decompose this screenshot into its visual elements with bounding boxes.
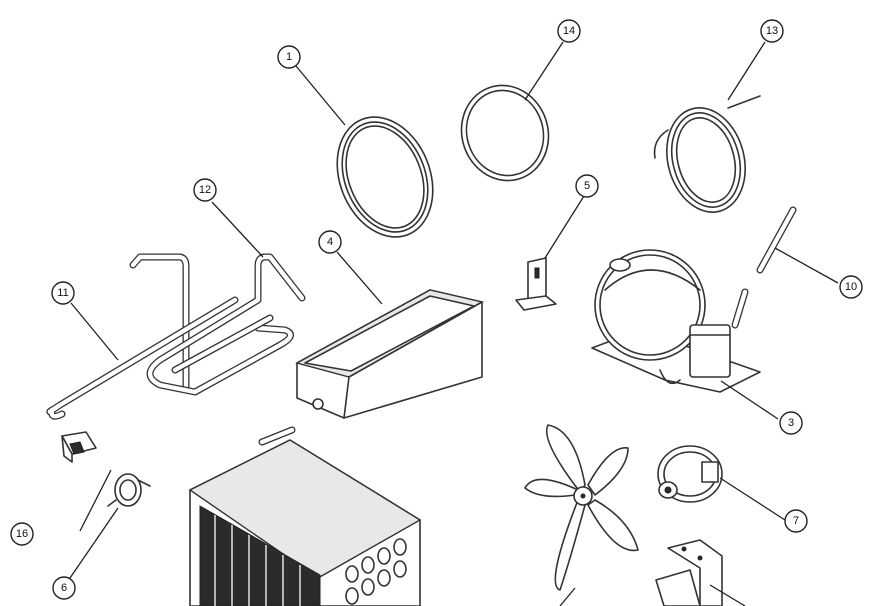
callout-16-label: 16 xyxy=(16,528,28,540)
callout-11-label: 11 xyxy=(57,287,68,299)
part-1-tube-coil xyxy=(336,116,434,238)
callout-12-label: 12 xyxy=(199,184,211,196)
callout-4: 4 xyxy=(318,230,342,254)
callout-7: 7 xyxy=(784,509,808,533)
condenser-coil xyxy=(188,426,422,606)
part-7-fan-motor xyxy=(657,445,723,503)
callout-10-label: 10 xyxy=(845,281,857,293)
callout-14-label: 14 xyxy=(563,25,575,37)
callout-16: 16 xyxy=(10,522,34,546)
callout-1: 1 xyxy=(277,45,301,69)
callout-13: 13 xyxy=(760,19,784,43)
part-4-drip-tray xyxy=(295,289,484,419)
callout-7-label: 7 xyxy=(793,515,799,527)
callout-12: 12 xyxy=(193,178,217,202)
part-10-rod xyxy=(756,206,797,274)
callout-3: 3 xyxy=(779,411,803,435)
part-16-switch xyxy=(61,431,97,463)
part-12-serpentine-tube xyxy=(129,253,306,396)
callout-13-label: 13 xyxy=(766,25,778,37)
part-13-capillary-coil xyxy=(653,95,761,213)
callout-3-label: 3 xyxy=(788,417,794,429)
callout-6-label: 6 xyxy=(61,582,67,594)
leader-lines xyxy=(69,41,839,606)
part-14-hoop xyxy=(460,84,550,182)
callout-1-label: 1 xyxy=(286,51,292,63)
part-6-filter-drier xyxy=(107,473,151,507)
callout-5-label: 5 xyxy=(584,180,590,192)
callout-6: 6 xyxy=(52,576,76,600)
part-3-compressor xyxy=(591,249,761,393)
callout-14: 14 xyxy=(557,19,581,43)
callout-5: 5 xyxy=(575,174,599,198)
motor-bracket xyxy=(655,539,723,606)
part-5-bracket xyxy=(515,257,557,311)
part-11-long-tube xyxy=(46,296,239,420)
callout-11: 11 xyxy=(51,281,75,305)
callout-4-label: 4 xyxy=(327,236,333,248)
fan-blade xyxy=(524,424,639,591)
callout-10: 10 xyxy=(839,275,863,299)
